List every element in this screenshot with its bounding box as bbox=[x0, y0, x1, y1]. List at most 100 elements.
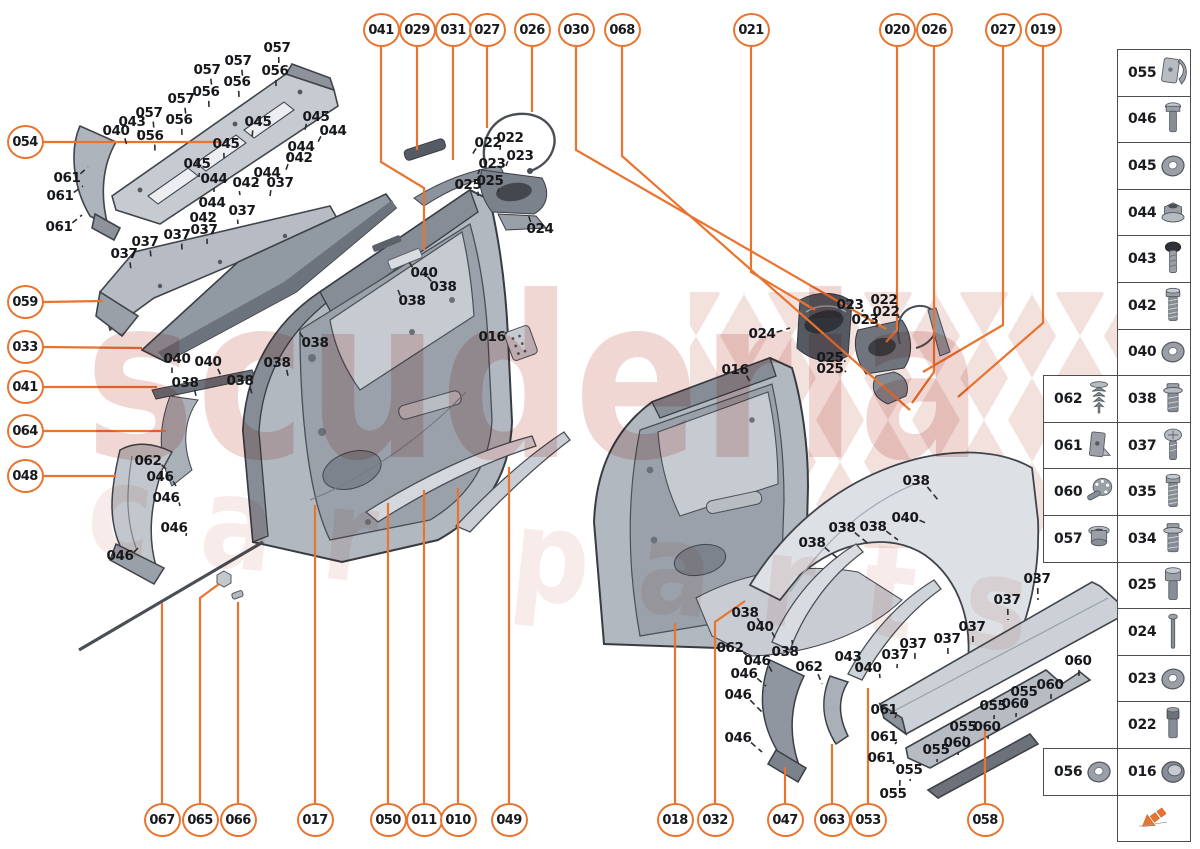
part-number-label: 040 bbox=[854, 660, 882, 676]
part-number-label: 046 bbox=[106, 548, 134, 564]
sidebar-item-038[interactable]: 038 bbox=[1117, 375, 1191, 423]
part-sill-inner-blade bbox=[140, 192, 398, 363]
sidebar-item-035[interactable]: 035 bbox=[1117, 468, 1191, 516]
sidebar-item-023[interactable]: 023 bbox=[1117, 654, 1191, 703]
part-ref-badge-019[interactable]: 019 bbox=[1024, 13, 1062, 47]
part-ref-badge-059[interactable]: 059 bbox=[6, 285, 44, 319]
part-number-label: 016 bbox=[478, 329, 506, 345]
washer-icon bbox=[1156, 145, 1190, 187]
part-ref-badge-041[interactable]: 041 bbox=[6, 370, 44, 404]
sidebar-item-034[interactable]: 034 bbox=[1117, 515, 1191, 563]
part-trim-blades bbox=[364, 431, 942, 681]
sidebar-item-062[interactable]: 062 bbox=[1043, 375, 1118, 423]
part-number-label: 062 bbox=[134, 453, 162, 469]
part-number-label: 025 bbox=[816, 350, 844, 366]
part-ref-badge-031[interactable]: 031 bbox=[434, 13, 472, 47]
sidebar-item-057[interactable]: 057 bbox=[1043, 515, 1118, 563]
part-ref-badge-017[interactable]: 017 bbox=[296, 803, 334, 837]
washer-icon bbox=[1156, 331, 1190, 373]
spoked-flange-icon bbox=[1082, 471, 1116, 513]
part-ref-badge-027[interactable]: 027 bbox=[984, 13, 1022, 47]
part-number-label: 037 bbox=[190, 222, 218, 238]
part-ref-badge-030[interactable]: 030 bbox=[557, 13, 595, 47]
part-ref-badge-026[interactable]: 026 bbox=[915, 13, 953, 47]
part-number-label: 037 bbox=[266, 175, 294, 191]
part-number-label: 060 bbox=[973, 719, 1001, 735]
part-number-label: 055 bbox=[1010, 684, 1038, 700]
part-number: 061 bbox=[1054, 437, 1083, 454]
part-number-label: 038 bbox=[731, 605, 759, 621]
sidebar-item-arrow[interactable] bbox=[1117, 794, 1191, 843]
part-number: 023 bbox=[1128, 670, 1157, 687]
part-number-label: 056 bbox=[136, 128, 164, 144]
part-ref-badge-018[interactable]: 018 bbox=[656, 803, 694, 837]
part-number: 035 bbox=[1128, 484, 1157, 501]
sidebar-item-016[interactable]: 016 bbox=[1117, 748, 1191, 796]
part-number-label: 024 bbox=[748, 326, 776, 342]
part-number-label: 023 bbox=[851, 312, 879, 328]
part-ref-badge-053[interactable]: 053 bbox=[849, 803, 887, 837]
part-number-label: 057 bbox=[224, 53, 252, 69]
callout-leader-lines bbox=[42, 47, 1045, 803]
flange-nut-icon bbox=[1156, 192, 1190, 234]
part-ref-badge-011[interactable]: 011 bbox=[405, 803, 443, 837]
long-bolt-icon bbox=[1156, 611, 1190, 653]
sidebar-item-025[interactable]: 025 bbox=[1117, 561, 1191, 610]
sidebar-item-046[interactable]: 046 bbox=[1117, 95, 1191, 144]
part-ref-badge-064[interactable]: 064 bbox=[6, 414, 44, 448]
sidebar-item-060[interactable]: 060 bbox=[1043, 468, 1118, 516]
part-clip-strip-a bbox=[372, 235, 402, 252]
part-number-label: 044 bbox=[198, 195, 226, 211]
sidebar-item-045[interactable]: 045 bbox=[1117, 142, 1191, 190]
sidebar-item-040[interactable]: 040 bbox=[1117, 328, 1191, 377]
part-ref-badge-047[interactable]: 047 bbox=[766, 803, 804, 837]
part-ref-badge-054[interactable]: 054 bbox=[6, 125, 44, 159]
part-number-label: 025 bbox=[816, 361, 844, 377]
part-ref-badge-032[interactable]: 032 bbox=[696, 803, 734, 837]
part-ref-badge-029[interactable]: 029 bbox=[398, 13, 436, 47]
part-number-label: 046 bbox=[152, 490, 180, 506]
part-ref-badge-020[interactable]: 020 bbox=[878, 13, 916, 47]
sidebar-item-061[interactable]: 061 bbox=[1043, 421, 1118, 470]
part-ref-badge-026[interactable]: 026 bbox=[513, 13, 551, 47]
sidebar-item-024[interactable]: 024 bbox=[1117, 608, 1191, 656]
red-arrow-icon bbox=[1137, 797, 1171, 839]
sidebar-item-055[interactable]: 055 bbox=[1117, 49, 1191, 97]
part-ref-badge-065[interactable]: 065 bbox=[181, 803, 219, 837]
part-number-label: 055 bbox=[922, 742, 950, 758]
part-ref-badge-063[interactable]: 063 bbox=[813, 803, 851, 837]
part-ref-badge-021[interactable]: 021 bbox=[732, 13, 770, 47]
sidebar-item-043[interactable]: 043 bbox=[1117, 235, 1191, 283]
part-number: 038 bbox=[1128, 390, 1157, 407]
part-number: 034 bbox=[1128, 530, 1157, 547]
part-ref-badge-050[interactable]: 050 bbox=[369, 803, 407, 837]
socket-bolt-icon bbox=[1156, 704, 1190, 746]
part-number: 044 bbox=[1128, 204, 1157, 221]
part-ref-badge-068[interactable]: 068 bbox=[603, 13, 641, 47]
sidebar-item-056[interactable]: 056 bbox=[1043, 748, 1118, 796]
part-number-label: 055 bbox=[879, 786, 907, 802]
part-ref-badge-033[interactable]: 033 bbox=[6, 330, 44, 364]
part-number-label: 061 bbox=[53, 170, 81, 186]
part-ref-badge-041[interactable]: 041 bbox=[362, 13, 400, 47]
part-ref-badge-067[interactable]: 067 bbox=[143, 803, 181, 837]
part-ref-badge-058[interactable]: 058 bbox=[966, 803, 1004, 837]
washer-icon bbox=[1156, 658, 1190, 700]
sidebar-item-044[interactable]: 044 bbox=[1117, 188, 1191, 237]
part-small-clip bbox=[231, 590, 244, 600]
part-ref-badge-049[interactable]: 049 bbox=[490, 803, 528, 837]
part-number-label: 046 bbox=[146, 469, 174, 485]
part-mirror-left-group bbox=[403, 112, 556, 231]
part-number: 037 bbox=[1128, 437, 1157, 454]
part-ref-badge-048[interactable]: 048 bbox=[6, 459, 44, 493]
sidebar-item-042[interactable]: 042 bbox=[1117, 282, 1191, 330]
part-ref-badge-066[interactable]: 066 bbox=[219, 803, 257, 837]
part-number-label: 037 bbox=[881, 647, 909, 663]
part-ref-badge-010[interactable]: 010 bbox=[439, 803, 477, 837]
part-number-label: 046 bbox=[730, 666, 758, 682]
part-number: 046 bbox=[1128, 111, 1157, 128]
sidebar-item-037[interactable]: 037 bbox=[1117, 421, 1191, 470]
part-ref-badge-027[interactable]: 027 bbox=[468, 13, 506, 47]
part-number-label: 045 bbox=[183, 156, 211, 172]
sidebar-item-022[interactable]: 022 bbox=[1117, 701, 1191, 749]
